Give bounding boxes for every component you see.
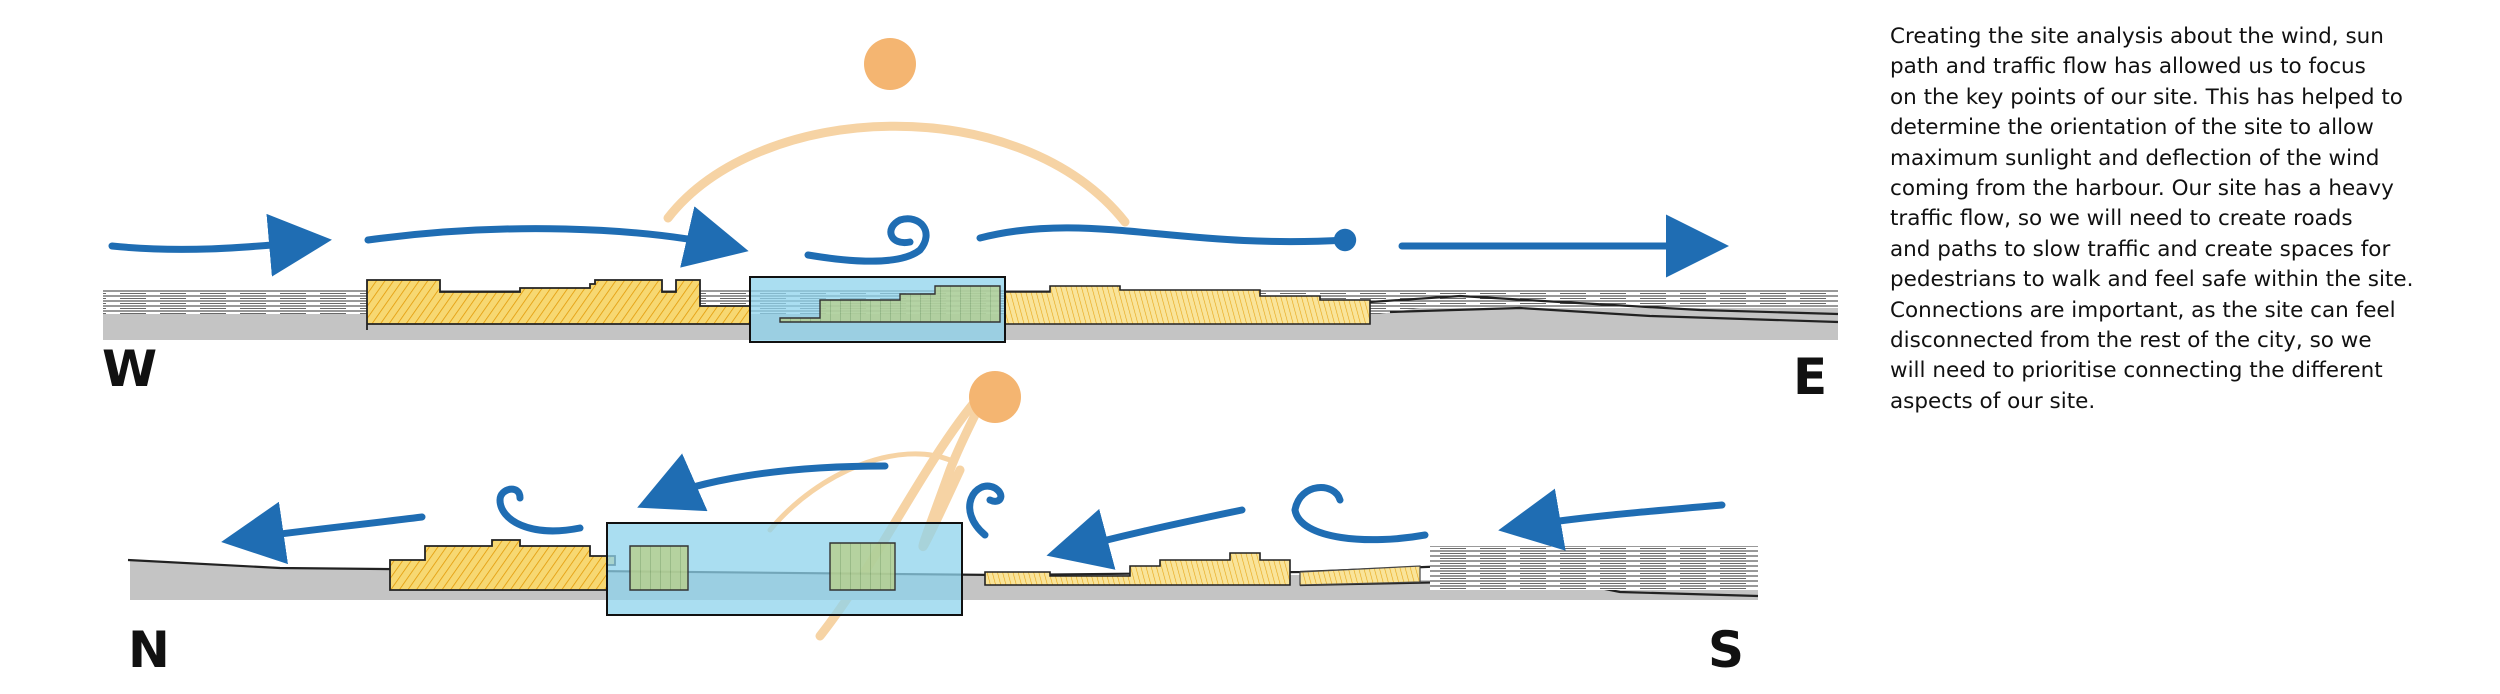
- wind-arrow-top-3: [976, 224, 1357, 252]
- wind-arrow-top-1: [108, 213, 332, 277]
- buildings-skyline-top: [366, 279, 751, 330]
- wind-arrow-bottom-2: [1046, 506, 1246, 570]
- site-analysis-diagram: W E N S: [102, 38, 1839, 679]
- sun-icon-bottom: [969, 371, 1021, 423]
- wind-arrow-bottom-4: [221, 501, 426, 565]
- site-analysis-description: Creating the site analysis about the win…: [1890, 24, 2414, 414]
- buildings-skyline-bottom-3: [1299, 565, 1421, 586]
- wind-swirl-bottom-2: [966, 482, 1005, 539]
- wind-arrow-top-2: [364, 206, 749, 268]
- wind-swirl-bottom-3: [496, 485, 584, 535]
- wind-swirl-bottom-1: [1291, 484, 1429, 544]
- terrain-lines-top: [1369, 294, 1839, 324]
- buildings-skyline-top-2: [1004, 285, 1371, 325]
- buildings-skyline-bottom-2: [984, 552, 1291, 586]
- road-lines-bottom: [1430, 546, 1758, 590]
- direction-label-west: W: [102, 340, 157, 398]
- top-elevation: W E: [102, 38, 1839, 406]
- direction-label-south: S: [1708, 621, 1744, 679]
- bottom-elevation: N S: [127, 371, 1759, 679]
- wind-swirl-top: [804, 215, 930, 265]
- sun-icon-top: [864, 38, 916, 90]
- site-building-bottom: [629, 542, 896, 591]
- site-building-top: [779, 285, 1001, 323]
- direction-label-east: E: [1793, 348, 1827, 406]
- direction-label-north: N: [128, 621, 170, 679]
- wind-arrow-bottom-1: [1498, 488, 1726, 551]
- wind-arrow-bottom-3: [637, 453, 889, 512]
- sun-path-arc-top: [663, 121, 1130, 227]
- buildings-skyline-bottom: [389, 539, 616, 591]
